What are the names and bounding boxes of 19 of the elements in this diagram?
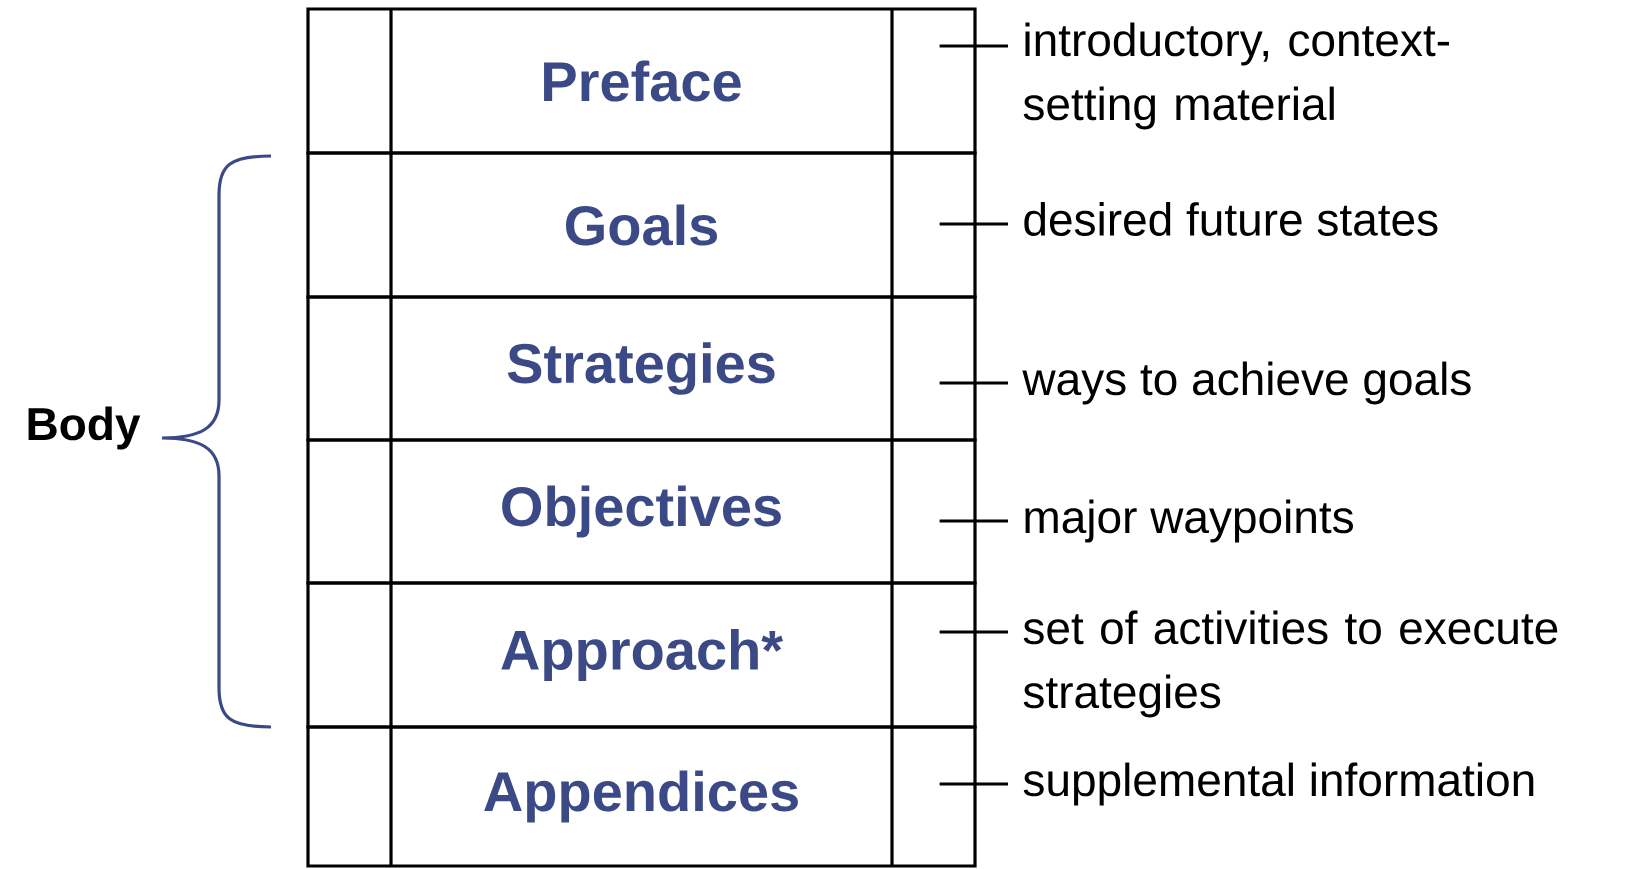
table-row: Strategies: [306, 295, 977, 442]
tick-line: [939, 222, 1008, 226]
description-text: desired future states: [1024, 202, 1438, 236]
tick-line: [939, 44, 1008, 48]
tick-line: [939, 630, 1008, 634]
tick-line: [939, 381, 1008, 385]
description-text: set of activities to execute strategies: [1023, 610, 1558, 718]
description-text: introductory, context-setting material: [1023, 22, 1449, 130]
table-row: Preface: [306, 7, 977, 155]
description-text: supplemental information: [1023, 762, 1534, 806]
group-label: Body: [28, 406, 141, 450]
tick-line: [939, 519, 1008, 523]
table-row: Approach*: [306, 581, 977, 729]
table-row: Appendices: [306, 725, 977, 868]
table-row: Objectives: [306, 438, 977, 585]
tick-line: [939, 782, 1008, 786]
description-text: ways to achieve goals: [1022, 361, 1471, 405]
description-text: major waypoints: [1025, 499, 1353, 543]
table-row: Goals: [306, 151, 977, 299]
